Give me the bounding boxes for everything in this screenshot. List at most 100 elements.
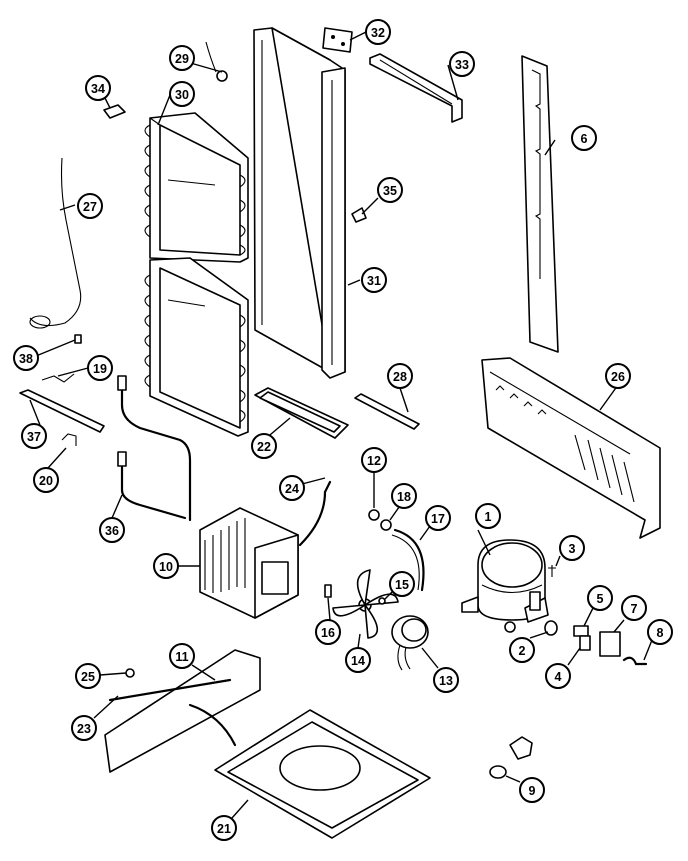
callout-29-label: 29 [175,52,189,66]
callout-34: 34 [85,75,111,101]
callout-28: 28 [387,363,413,389]
callout-14-label: 14 [351,654,365,668]
rail [19,389,105,433]
callout-30: 30 [169,81,195,107]
callout-8: 8 [647,619,673,645]
callout-37-label: 37 [27,430,41,444]
misc-parts [103,41,420,430]
callout-26: 26 [605,363,631,389]
channel-bar [369,53,463,123]
callout-14: 14 [345,647,371,673]
evaporator-coil [144,112,249,437]
callout-6: 6 [571,125,597,151]
callout-24-label: 24 [285,482,299,496]
callout-38: 38 [13,345,39,371]
nut [378,597,386,605]
drain-trough [254,387,349,439]
callout-18-label: 18 [397,490,411,504]
callout-9: 9 [519,777,545,803]
callout-25: 25 [75,663,101,689]
callout-12-label: 12 [367,454,381,468]
callout-13-label: 13 [439,674,453,688]
callout-30-label: 30 [175,88,189,102]
callout-29: 29 [169,45,195,71]
callout-31-label: 31 [367,274,381,288]
callout-2-label: 2 [519,644,526,658]
callout-33: 33 [449,51,475,77]
rear-access-panel [481,357,661,539]
callout-18: 18 [391,483,417,509]
side-duct-panel [521,55,559,353]
callout-38-label: 38 [19,352,33,366]
callout-17-label: 17 [431,512,445,526]
callout-20: 20 [33,467,59,493]
callout-7: 7 [621,595,647,621]
callout-35-label: 35 [383,184,397,198]
fan-shroud [199,507,299,619]
callout-19: 19 [87,355,113,381]
callout-36: 36 [99,517,125,543]
callout-10-label: 10 [159,560,173,574]
compressor [461,539,549,633]
callout-15: 15 [389,571,415,597]
fan-blade [332,569,399,639]
bracket [322,27,353,53]
callout-15-label: 15 [395,578,409,592]
callout-3-label: 3 [569,542,576,556]
callout-28-label: 28 [393,370,407,384]
small-parts [489,565,648,779]
callout-26-label: 26 [611,370,625,384]
callout-5-label: 5 [597,592,604,606]
callout-20-label: 20 [39,474,53,488]
callout-4-label: 4 [555,670,562,684]
motor-bracket-edge [391,534,420,591]
callout-27-label: 27 [83,200,97,214]
callout-27: 27 [77,193,103,219]
callout-37: 37 [21,423,47,449]
callout-33-label: 33 [455,58,469,72]
grommet [368,509,380,521]
callout-31: 31 [361,267,387,293]
callout-34-label: 34 [91,82,105,96]
motor-bracket [393,528,425,592]
callout-23: 23 [71,715,97,741]
callout-9-label: 9 [529,784,536,798]
callouts: 1 2 3 4 5 6 7 8 9 10 11 12 13 14 15 16 1… [13,19,673,841]
callout-22: 22 [251,433,277,459]
callout-6-label: 6 [581,132,588,146]
tube-assembly [117,375,192,522]
callout-17: 17 [425,505,451,531]
callout-16-label: 16 [321,626,335,640]
callout-1-label: 1 [485,510,492,524]
air-duct [321,67,346,379]
callout-11-label: 11 [175,650,188,664]
callout-16: 16 [315,619,341,645]
callout-21-label: 21 [217,822,231,836]
grommet-2 [380,519,392,531]
callout-5: 5 [587,585,613,611]
callout-1: 1 [475,503,501,529]
callout-8-label: 8 [657,626,664,640]
callout-13: 13 [433,667,459,693]
callout-24: 24 [279,475,305,501]
callout-23-label: 23 [77,722,91,736]
callout-12: 12 [361,447,387,473]
callout-7-label: 7 [631,602,638,616]
callout-32-label: 32 [371,26,385,40]
wiring [29,157,82,446]
callout-19-label: 19 [93,362,107,376]
callout-25-label: 25 [81,670,95,684]
callout-3: 3 [559,535,585,561]
drain-pan [214,709,431,839]
clip [324,584,332,598]
callout-32: 32 [365,19,391,45]
callout-11: 11 [169,643,195,669]
callout-2: 2 [509,637,535,663]
callout-22-label: 22 [257,440,271,454]
callout-35: 35 [377,177,403,203]
callout-4: 4 [545,663,571,689]
callout-10: 10 [153,553,179,579]
drain-tube [298,480,332,547]
